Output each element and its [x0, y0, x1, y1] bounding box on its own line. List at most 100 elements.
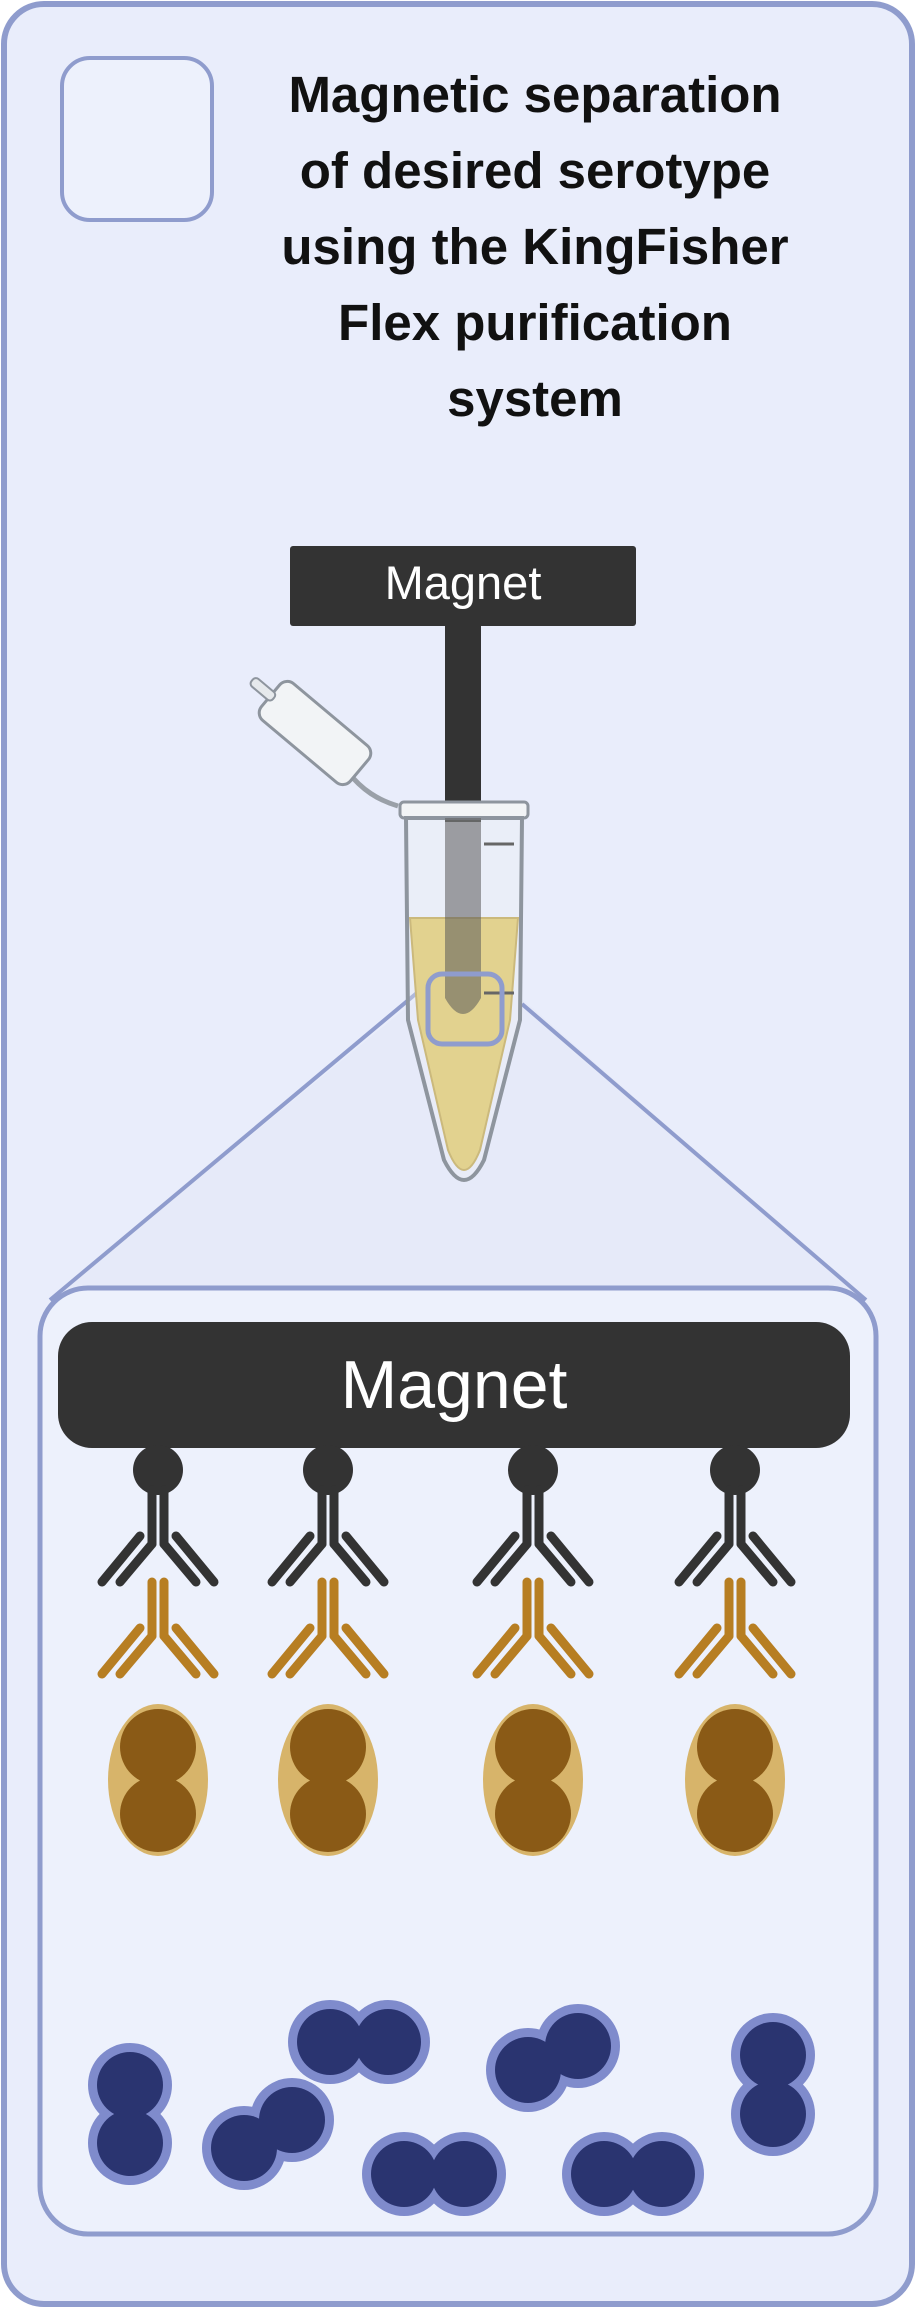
serotype-antibody-3-arm-left-inner	[490, 1631, 532, 1679]
bound-diplococcus-2	[278, 1704, 378, 1856]
capture-antibody-1-arm-left-outer	[97, 1531, 145, 1587]
capture-antibody-3-arm-right-outer	[546, 1531, 594, 1587]
serotype-antibody-1-arm-right-inner	[159, 1631, 201, 1679]
complex-4	[674, 1445, 796, 1856]
free-diplococcus-4	[362, 2132, 506, 2216]
zoom-magnet: Magnet	[58, 1322, 850, 1448]
bound-diplococcus-cell-top-4	[697, 1709, 773, 1785]
capture-antibody-3-arm-right-inner	[534, 1539, 576, 1587]
title-line-2: of desired serotype	[300, 142, 770, 199]
free-diplococcus-cell-b-2	[355, 2009, 421, 2075]
capture-antibody-1-arm-right-outer	[171, 1531, 219, 1587]
capture-antibody-3	[472, 1485, 594, 1587]
bound-diplococcus-3	[483, 1704, 583, 1856]
tube-magnet-rod	[445, 818, 481, 1014]
title-line-3: using the KingFisher	[281, 218, 788, 275]
serotype-antibody-2-arm-left-outer	[267, 1623, 315, 1679]
free-diplococcus-cell-a-4	[371, 2141, 437, 2207]
serotype-antibody-1-arm-right-outer	[171, 1623, 219, 1679]
zoom-line-left	[48, 990, 420, 1302]
free-diplococcus-1	[88, 2043, 172, 2185]
capture-antibody-4	[674, 1485, 796, 1587]
serotype-antibody-2-arm-left-inner	[285, 1631, 327, 1679]
free-diplococcus-6	[562, 2132, 704, 2216]
top-magnet: Magnet	[290, 546, 636, 822]
bound-diplococcus-cell-top-1	[120, 1709, 196, 1785]
capture-antibody-2-arm-right-outer	[341, 1531, 389, 1587]
tube-rim	[398, 800, 530, 820]
bound-complexes	[97, 1445, 796, 1856]
microcentrifuge-tube	[249, 677, 530, 1182]
top-magnet-rod	[445, 624, 481, 822]
serotype-antibody-4-arm-right-inner	[736, 1631, 778, 1679]
serotype-antibody-4	[674, 1577, 796, 1679]
magnetic-bead-4	[710, 1445, 760, 1495]
free-diplococcus-cell-a-6	[571, 2141, 637, 2207]
magnetic-bead-2	[303, 1445, 353, 1495]
serotype-antibody-3-arm-left-outer	[472, 1623, 520, 1679]
capture-antibody-3-arm-left-outer	[472, 1531, 520, 1587]
bound-diplococcus-4	[685, 1704, 785, 1856]
capture-antibody-3-arm-left-inner	[490, 1539, 532, 1587]
title-line-4: Flex purification	[338, 294, 732, 351]
free-diplococcus-7	[731, 2013, 815, 2156]
complex-2	[267, 1445, 389, 1856]
complex-1	[97, 1445, 219, 1856]
zoom-highlight-box	[425, 971, 505, 1047]
serotype-antibody-1-arm-left-inner	[115, 1631, 157, 1679]
free-diplococcus-cell-b-6	[629, 2141, 695, 2207]
capture-antibody-4-arm-left-outer	[674, 1531, 722, 1587]
complex-3	[472, 1445, 594, 1856]
capture-antibody-4-arm-right-inner	[736, 1539, 778, 1587]
capture-antibody-4-arm-right-outer	[748, 1531, 796, 1587]
capture-antibody-2	[267, 1485, 389, 1587]
top-magnet-bar	[290, 546, 636, 626]
unbound-bacteria	[88, 2000, 815, 2216]
bound-diplococcus-cell-bottom-3	[495, 1776, 571, 1852]
free-diplococcus-cell-b-5	[545, 2013, 611, 2079]
capture-antibody-2-arm-right-inner	[329, 1539, 371, 1587]
serotype-antibody-3	[472, 1577, 594, 1679]
free-diplococcus-cell-b-1	[97, 2110, 163, 2176]
free-diplococcus-cell-a-1	[97, 2052, 163, 2118]
free-diplococcus-cell-a-2	[297, 2009, 363, 2075]
zoom-line-right	[520, 1002, 868, 1302]
tube-cap-tab	[249, 677, 277, 702]
capture-antibody-2-arm-left-inner	[285, 1539, 327, 1587]
zoom-magnet-label: Magnet	[341, 1347, 568, 1423]
free-diplococcus-cell-b-4	[431, 2141, 497, 2207]
serotype-antibody-2-arm-right-outer	[341, 1623, 389, 1679]
serotype-antibody-3-arm-right-inner	[534, 1631, 576, 1679]
capture-antibody-2-arm-left-outer	[267, 1531, 315, 1587]
free-diplococcus-cell-a-3	[211, 2115, 277, 2181]
title-line-1: Magnetic separation	[288, 66, 781, 123]
serotype-antibody-2-arm-right-inner	[329, 1631, 371, 1679]
free-diplococcus-3	[202, 2078, 334, 2190]
bound-diplococcus-1	[108, 1704, 208, 1856]
magnetic-bead-1	[133, 1445, 183, 1495]
free-diplococcus-cell-b-3	[259, 2087, 325, 2153]
free-diplococcus-cell-b-7	[740, 2081, 806, 2147]
bound-diplococcus-cell-top-3	[495, 1709, 571, 1785]
capture-antibody-1-arm-left-inner	[115, 1539, 157, 1587]
free-diplococcus-cell-a-7	[740, 2022, 806, 2088]
bound-diplococcus-cell-bottom-2	[290, 1776, 366, 1852]
serotype-antibody-3-arm-right-outer	[546, 1623, 594, 1679]
bound-diplococcus-cell-bottom-4	[697, 1776, 773, 1852]
bound-diplococcus-cell-bottom-1	[120, 1776, 196, 1852]
free-diplococcus-cell-a-5	[495, 2037, 561, 2103]
serotype-antibody-1	[97, 1577, 219, 1679]
title: Magnetic separation of desired serotype …	[281, 66, 788, 427]
serotype-antibody-2	[267, 1577, 389, 1679]
serotype-antibody-1-arm-left-outer	[97, 1623, 145, 1679]
free-diplococcus-5	[486, 2004, 620, 2112]
free-diplococcus-2	[288, 2000, 430, 2084]
tube-cap	[249, 677, 399, 809]
magnetic-bead-3	[508, 1445, 558, 1495]
step-badge	[60, 56, 214, 222]
bound-diplococcus-cell-top-2	[290, 1709, 366, 1785]
capture-antibody-1	[97, 1485, 219, 1587]
zoom-panel	[37, 1285, 879, 2237]
